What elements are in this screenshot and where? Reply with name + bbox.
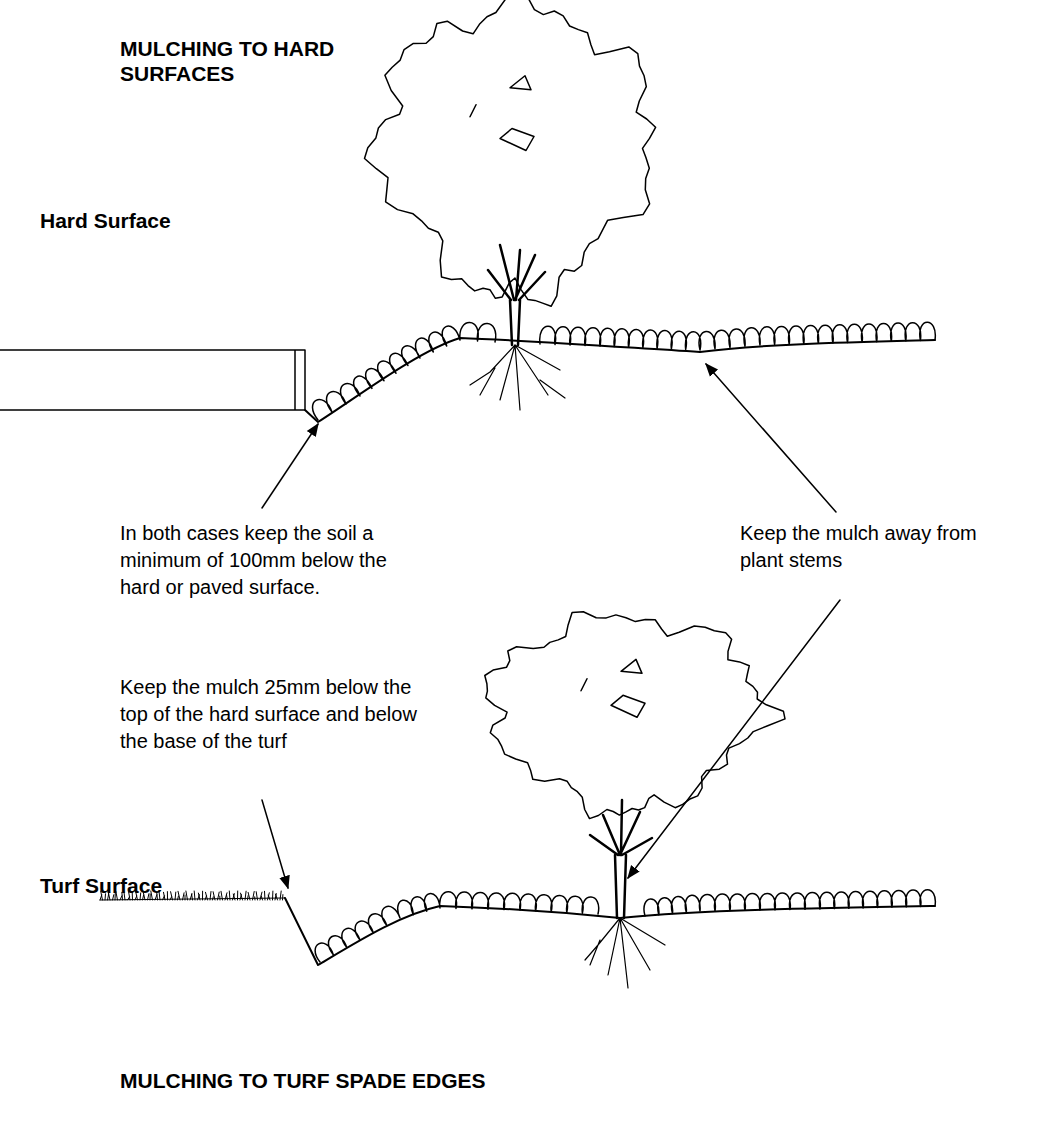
leader-line	[262, 800, 288, 888]
stroke	[644, 890, 935, 916]
leader-line	[628, 600, 840, 878]
stroke	[581, 659, 645, 717]
stroke	[365, 0, 656, 306]
ground-line	[305, 338, 935, 422]
heading: MULCHING TO HARD SURFACES	[120, 36, 420, 86]
tree-roots	[585, 918, 665, 988]
ground-line	[285, 898, 935, 965]
tree-trunk	[488, 245, 545, 345]
stroke	[313, 323, 496, 420]
stroke	[315, 892, 599, 962]
hard-surface-slab	[0, 350, 305, 410]
note-text: Keep the mulch away from plant stems	[740, 520, 1020, 574]
stroke	[540, 322, 936, 350]
stroke	[470, 76, 534, 151]
note-text: In both cases keep the soil a minimum of…	[120, 520, 420, 601]
tree-crown	[365, 0, 786, 819]
surface-label: Turf Surface	[40, 873, 240, 898]
leader-line	[262, 424, 318, 508]
mulch-loops	[313, 322, 936, 962]
tree-roots	[470, 345, 565, 410]
heading: MULCHING TO TURF SPADE EDGES	[120, 1068, 620, 1093]
surface-label: Hard Surface	[40, 208, 240, 233]
note-text: Keep the mulch 25mm below the top of the…	[120, 674, 420, 755]
stroke	[485, 612, 785, 819]
leader-line	[706, 364, 836, 512]
